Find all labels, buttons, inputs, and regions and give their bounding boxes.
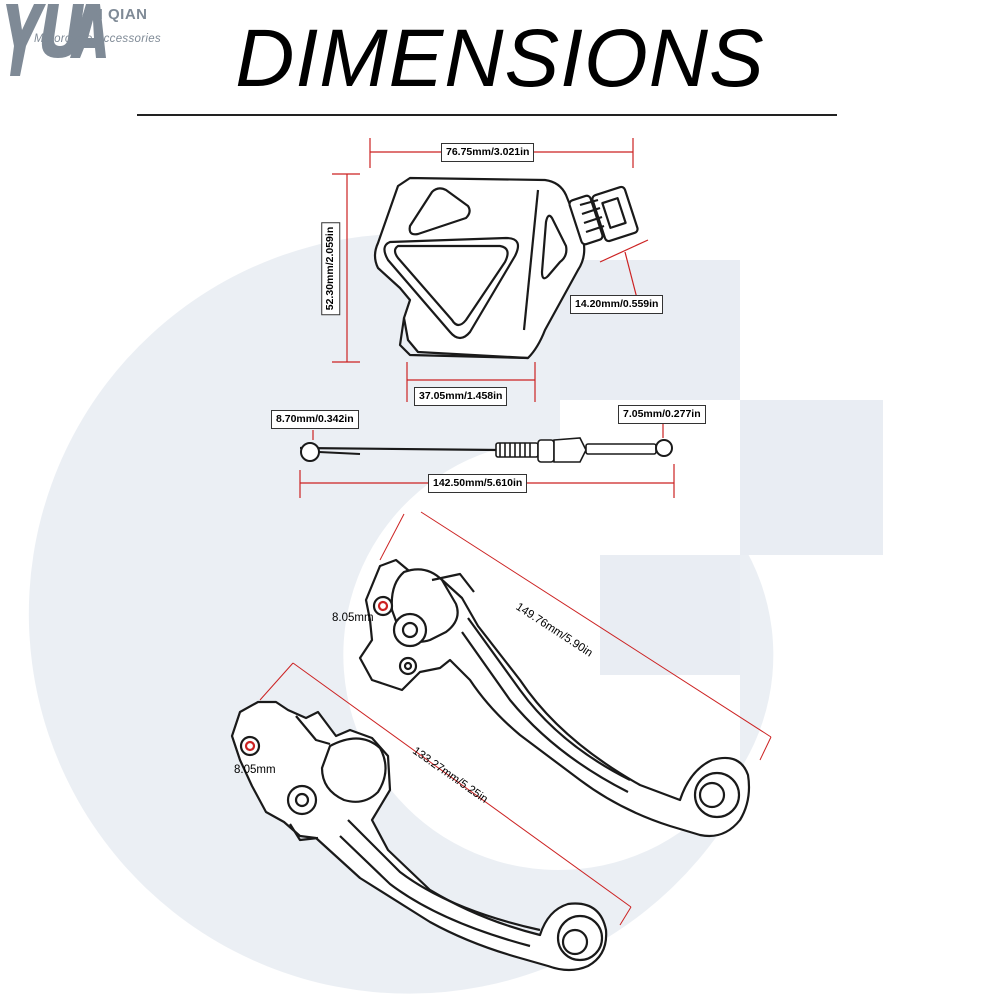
lower-lever-drawing <box>230 700 608 972</box>
page-title: DIMENSIONS <box>235 13 765 104</box>
label-lower-lever-hole: 8.05mm <box>234 764 276 776</box>
label-bracket-height: 52.30mm/2.059in <box>321 221 341 316</box>
label-cable-length: 142.50mm/5.610in <box>428 474 528 493</box>
watermark <box>28 233 883 994</box>
label-bracket-base: 37.05mm/1.458in <box>414 387 508 406</box>
brand-logo-mark <box>6 4 106 76</box>
lever-dimension-lines <box>259 511 772 926</box>
bracket-dimension-lines <box>332 138 649 402</box>
label-adjuster: 14.20mm/0.559in <box>570 295 664 314</box>
title-divider <box>137 114 837 116</box>
label-bracket-width: 76.75mm/3.021in <box>441 143 535 162</box>
brand-name: N QIAN <box>92 6 148 23</box>
brand-logo <box>6 4 106 76</box>
label-cable-left-end: 8.70mm/0.342in <box>271 410 359 429</box>
brand-tagline: Motorcycle Accessories <box>34 33 161 45</box>
upper-lever-drawing <box>358 558 751 838</box>
cable-drawing <box>299 437 673 463</box>
clutch-bracket-drawing <box>373 176 639 360</box>
label-upper-lever-hole: 8.05mm <box>332 612 374 624</box>
label-cable-right-end: 7.05mm/0.277in <box>618 405 706 424</box>
